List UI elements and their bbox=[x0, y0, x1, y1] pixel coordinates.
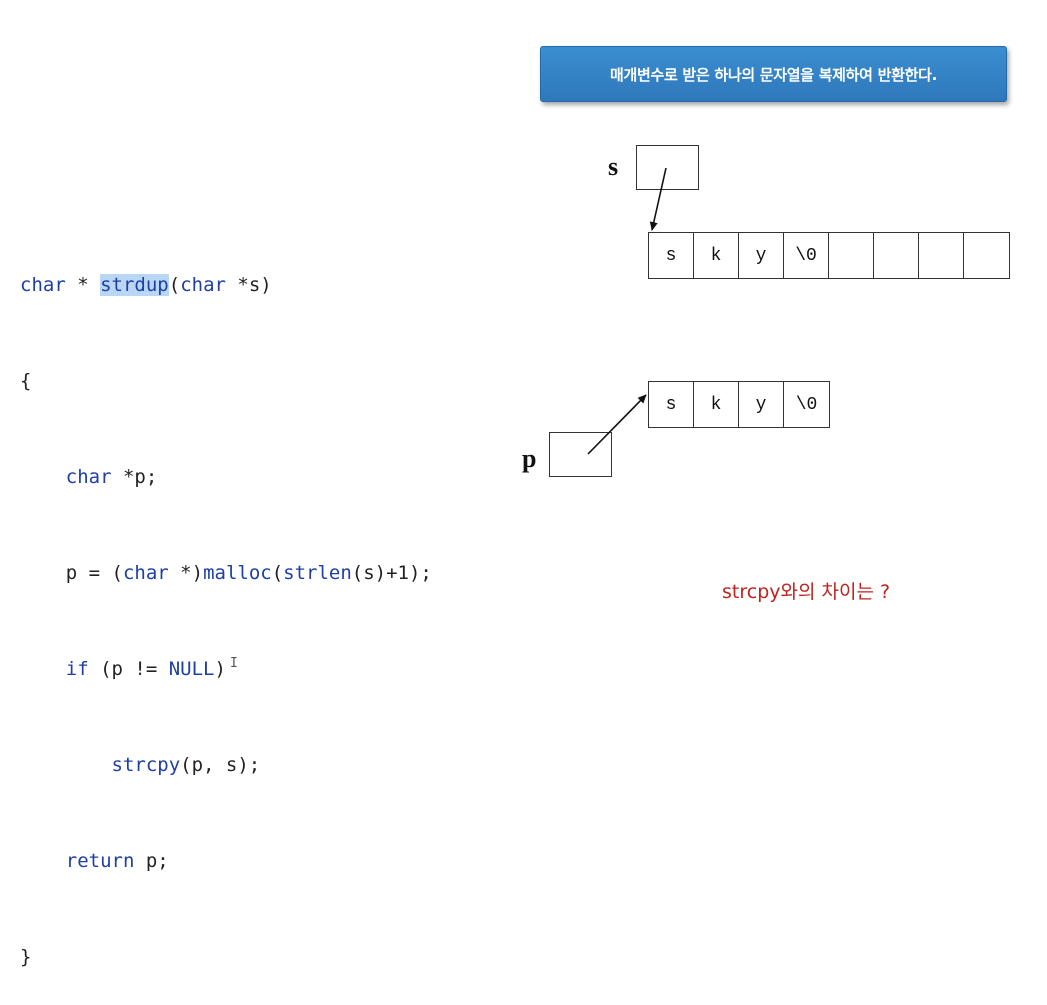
s-pointer-arrow bbox=[649, 167, 667, 231]
code-line-3: char *p; bbox=[20, 461, 432, 493]
code-token: *s) bbox=[225, 274, 272, 296]
code-line-4: p = (char *)malloc(strlen(s)+1); bbox=[20, 557, 432, 589]
s-variable-label: s bbox=[608, 152, 619, 181]
code-token: ( bbox=[271, 562, 284, 584]
code-token: p = ( bbox=[65, 562, 123, 584]
p-array-cell: k bbox=[694, 382, 739, 427]
code-token: } bbox=[20, 946, 32, 968]
code-token: char bbox=[122, 562, 169, 584]
p-array-cell: y bbox=[739, 382, 784, 427]
description-banner: 매개변수로 받은 하나의 문자열을 복제하여 반환한다. bbox=[540, 46, 1007, 102]
p-array-cell: s bbox=[649, 382, 694, 427]
code-token: NULL bbox=[168, 658, 215, 680]
s-array-cell: \0 bbox=[784, 233, 829, 278]
code-token: return bbox=[65, 850, 135, 872]
code-token: if bbox=[65, 658, 89, 680]
code-token: strlen bbox=[283, 562, 352, 584]
code-line-7: return p; bbox=[20, 845, 432, 877]
code-token: ) bbox=[214, 658, 226, 680]
question-text: strcpy와의 차이는 ? bbox=[722, 581, 891, 603]
s-array-cell: y bbox=[739, 233, 784, 278]
p-array-cell: \0 bbox=[795, 394, 818, 415]
code-token: char bbox=[180, 274, 226, 296]
code-token: strcpy bbox=[111, 754, 181, 776]
pointer-arrows bbox=[587, 167, 667, 455]
code-token: *p; bbox=[111, 466, 158, 488]
code-token: ( bbox=[168, 274, 181, 296]
code-token: p; bbox=[134, 850, 169, 872]
code-token: { bbox=[20, 370, 32, 392]
s-array-cell: k bbox=[694, 233, 739, 278]
p-variable-label: p bbox=[522, 444, 537, 473]
code-token: (s)+1); bbox=[351, 562, 432, 584]
text-cursor-icon: I bbox=[229, 656, 238, 671]
s-array-cell: s bbox=[649, 233, 694, 278]
s-array-cell bbox=[874, 233, 919, 278]
code-token: *) bbox=[168, 562, 204, 584]
code-line-2: { bbox=[20, 365, 432, 397]
p-pointer-arrow bbox=[587, 394, 647, 455]
indent bbox=[20, 754, 112, 776]
code-token: * bbox=[65, 274, 101, 296]
code-line-6: strcpy(p, s); bbox=[20, 749, 432, 781]
s-pointer-box bbox=[636, 145, 699, 190]
code-token: char bbox=[20, 274, 66, 296]
code-token: char bbox=[65, 466, 112, 488]
s-array-cell bbox=[829, 233, 874, 278]
indent bbox=[20, 850, 66, 872]
code-token: (p, s); bbox=[180, 754, 261, 776]
code-line-5: if (p != NULL)I bbox=[20, 653, 432, 685]
indent bbox=[20, 658, 66, 680]
code-token: (p != bbox=[88, 658, 169, 680]
s-array-cell bbox=[919, 233, 964, 278]
code-line-1: char * strdup(char *s) bbox=[20, 269, 432, 301]
banner-text: 매개변수로 받은 하나의 문자열을 복제하여 반환한다. bbox=[609, 65, 937, 84]
code-token: malloc bbox=[203, 562, 272, 584]
function-name-highlight: strdup bbox=[100, 274, 169, 296]
code-line-8: } bbox=[20, 941, 432, 973]
